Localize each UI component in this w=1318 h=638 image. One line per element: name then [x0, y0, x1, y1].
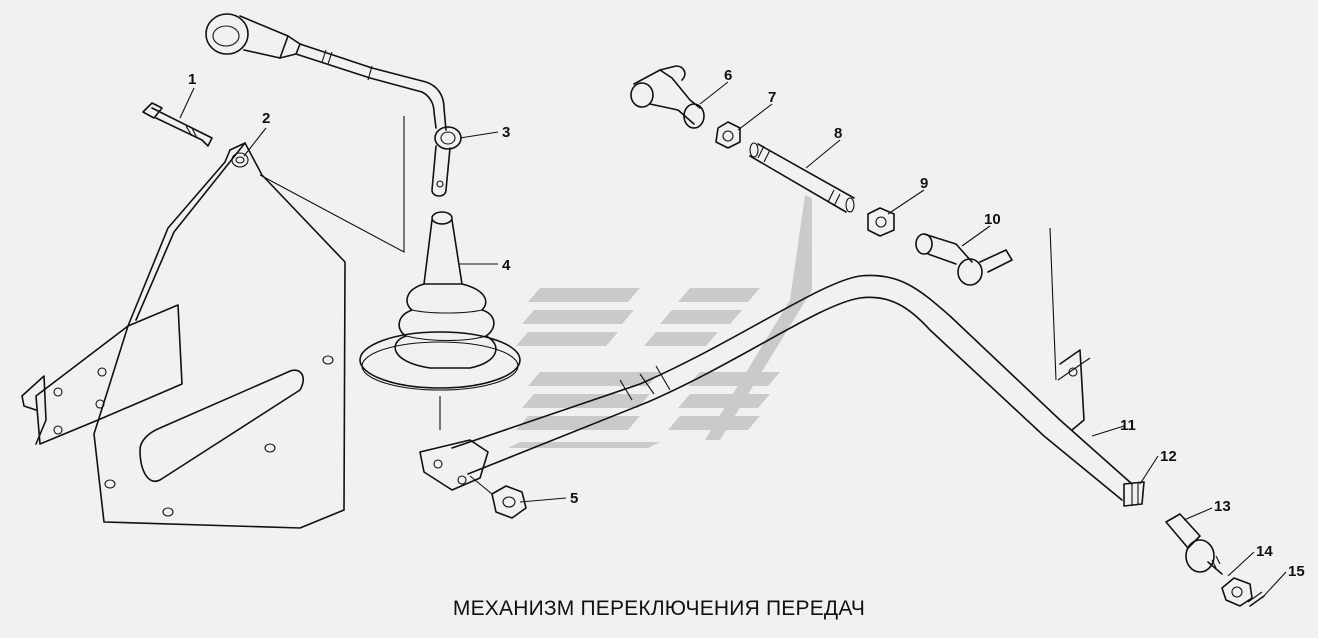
- part-8-threaded-rod: [749, 142, 855, 213]
- callout-12: 12: [1160, 448, 1177, 465]
- callout-5: 5: [570, 490, 578, 507]
- part-10-ball-joint: [915, 233, 1013, 286]
- part-12-sleeve: [1123, 481, 1145, 507]
- diagram-caption: МЕХАНИЗМ ПЕРЕКЛЮЧЕНИЯ ПЕРЕДАЧ: [452, 597, 866, 620]
- part-11-shift-rod: [419, 227, 1133, 501]
- part-7-nut: [715, 121, 741, 149]
- callout-labels: 1 2 3 4 5 6 7 8 9 10 11 12 13 14 15: [188, 67, 1305, 580]
- callout-15: 15: [1288, 563, 1305, 580]
- part-13-ball-joint: [1165, 513, 1223, 575]
- callout-10: 10: [984, 211, 1001, 228]
- callout-1: 1: [188, 71, 196, 88]
- part-14-nut: [1221, 577, 1253, 607]
- callout-13: 13: [1214, 498, 1231, 515]
- part-6-ball-joint: [630, 65, 705, 129]
- callout-4: 4: [502, 257, 511, 274]
- callout-3: 3: [502, 124, 510, 141]
- part-9-nut: [867, 207, 895, 237]
- callout-14: 14: [1256, 543, 1273, 560]
- part-3-shift-lever: [205, 13, 462, 253]
- callout-2: 2: [262, 110, 270, 127]
- callout-7: 7: [768, 89, 776, 106]
- part-1-bolt: [142, 102, 213, 147]
- callout-6: 6: [724, 67, 732, 84]
- leader-lines: [179, 81, 1287, 599]
- callout-8: 8: [834, 125, 842, 142]
- callout-9: 9: [920, 175, 928, 192]
- part-5-nut: [469, 475, 527, 519]
- callout-11: 11: [1120, 417, 1136, 434]
- part-4-rubber-boot: [359, 211, 521, 430]
- part-2-bracket: [21, 142, 346, 529]
- watermark-logo: [508, 195, 812, 448]
